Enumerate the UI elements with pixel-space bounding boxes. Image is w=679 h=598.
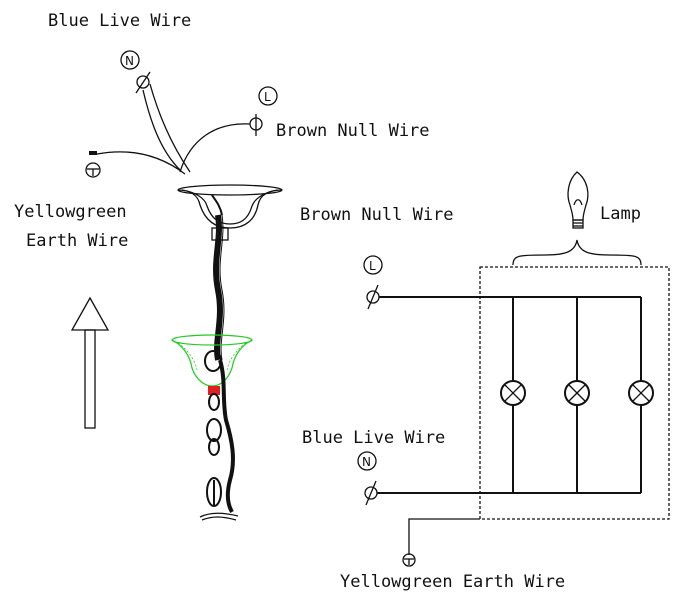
- earth-terminal-icon: [85, 151, 101, 178]
- chain: [204, 350, 222, 507]
- live-terminal-right-icon: L: [363, 255, 383, 310]
- svg-text:N: N: [362, 455, 371, 469]
- label-blue-live-right: Blue Live Wire: [302, 428, 445, 448]
- neutral-terminal-icon: N: [120, 50, 140, 70]
- lamp-branch-3: [628, 297, 654, 493]
- label-lamp: Lamp: [600, 204, 641, 224]
- label-earth-left-1: Yellowgreen: [14, 202, 127, 222]
- coupler: [208, 386, 220, 395]
- lamp-symbol-icon: [500, 380, 526, 406]
- svg-text:L: L: [369, 259, 376, 273]
- neutral-connector-icon: [135, 71, 151, 94]
- live-terminal-icon: L: [258, 86, 278, 106]
- lamp-brace: [512, 239, 642, 266]
- neutral-terminal-right-icon: N: [357, 451, 378, 506]
- fixture-enclosure: [479, 266, 670, 520]
- lamp-symbol-icon: [628, 380, 654, 406]
- bulb-icon: [567, 171, 589, 229]
- neutral-terminal-letter: N: [125, 54, 134, 68]
- lamp-branch-2: [564, 297, 590, 493]
- label-earth-bottom: Yellowgreen Earth Wire: [340, 572, 565, 592]
- lamp-symbol-icon: [564, 380, 590, 406]
- label-brown-null-top: Brown Null Wire: [276, 121, 430, 141]
- live-connector-icon: [249, 114, 263, 136]
- label-earth-left-2: Earth Wire: [26, 231, 128, 251]
- up-arrow-icon: [70, 296, 110, 429]
- lamp-shade-outline: [171, 334, 253, 387]
- live-terminal-letter: L: [264, 90, 271, 104]
- earth-wire-right: [408, 518, 480, 555]
- label-brown-null-right: Brown Null Wire: [300, 205, 454, 225]
- label-blue-live-top: Blue Live Wire: [48, 11, 191, 31]
- canopy: [177, 184, 283, 241]
- lamp-branch-1: [500, 297, 526, 493]
- earth-terminal-bottom-icon: [402, 553, 416, 567]
